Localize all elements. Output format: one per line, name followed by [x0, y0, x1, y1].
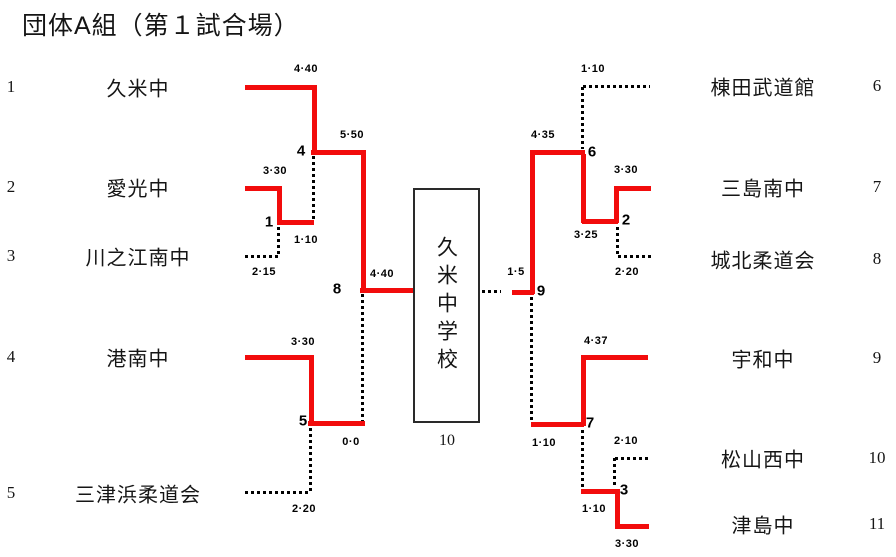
score-label: 4·35: [530, 129, 556, 141]
match-number: 6: [587, 143, 597, 161]
bracket-line-winner: [614, 489, 620, 528]
score-label: 1·5: [507, 266, 525, 278]
bracket-line-winner: [582, 218, 618, 224]
bracket-line-loser: [311, 156, 315, 220]
bracket-line-loser: [612, 458, 616, 488]
match-number: 7: [585, 414, 595, 432]
team-name: 三島南中: [721, 178, 805, 201]
bracket-line-winner: [580, 355, 586, 426]
seed-number: 7: [872, 177, 882, 196]
score-label: 3·25: [573, 229, 599, 241]
team-name: 宇和中: [731, 349, 795, 372]
team-name: 城北柔道会: [710, 250, 816, 273]
bracket-line-loser: [276, 227, 280, 255]
bracket-line-winner: [360, 150, 366, 292]
bracket-line-loser: [245, 254, 278, 258]
bracket-line-winner: [529, 150, 535, 294]
score-label: 3·30: [614, 538, 640, 550]
team-name: 久米中: [106, 78, 170, 101]
bracket-line-loser: [580, 87, 584, 149]
score-label: 4·40: [293, 63, 319, 75]
team-name: 津島中: [731, 515, 795, 538]
bracket-line-winner: [276, 186, 282, 224]
bracket-line-winner: [512, 289, 534, 295]
match-number: 1: [264, 213, 274, 231]
bracket-line-winner: [245, 354, 313, 360]
match-number: 4: [296, 142, 306, 160]
match-number: 8: [332, 280, 342, 298]
bracket-line-winner: [308, 355, 314, 425]
bracket-line-winner: [580, 154, 586, 223]
seed-number: 4: [6, 347, 16, 366]
team-name: 松山西中: [721, 449, 805, 472]
team-name: 三津浜柔道会: [75, 484, 201, 507]
score-label: 1·10: [580, 63, 606, 75]
bracket-line-winner: [531, 421, 584, 427]
bracket-line-winner: [311, 85, 317, 154]
match-number: 9: [536, 282, 546, 300]
bracket-line-winner: [308, 420, 365, 426]
team-name: 棟田武道館: [710, 77, 816, 100]
match-number: 2: [621, 211, 631, 229]
seed-number: 5: [6, 483, 16, 502]
bracket-line-loser: [583, 84, 650, 88]
champion-school-name: 久米中学校: [434, 235, 459, 376]
score-label: 2·20: [614, 266, 640, 278]
bracket-line-loser: [482, 289, 501, 293]
bracket-line-loser: [360, 294, 364, 422]
bracket-line-loser: [615, 456, 650, 460]
seed-number: 1: [6, 77, 16, 96]
seed-number: 11: [868, 514, 886, 533]
score-label: 2·20: [291, 503, 317, 515]
bracket-line-loser: [529, 297, 533, 423]
team-name: 愛光中: [106, 178, 170, 201]
match-number: 5: [298, 412, 308, 430]
bracket-line-winner: [360, 287, 413, 293]
page-title: 団体A組（第１試合場）: [22, 12, 300, 40]
score-label: 4·37: [583, 335, 609, 347]
bracket-line-winner: [614, 185, 651, 191]
final-match-number: 10: [439, 432, 455, 449]
score-label: 1·10: [581, 503, 607, 515]
score-label: 3·30: [262, 165, 288, 177]
bracket-line-winner: [311, 149, 365, 155]
bracket-line-loser: [618, 254, 651, 258]
bracket-line-winner: [581, 354, 648, 360]
team-name: 川之江南中: [85, 247, 191, 270]
bracket-line-winner: [615, 523, 649, 529]
seed-number: 10: [868, 448, 886, 467]
bracket-line-loser: [580, 430, 584, 488]
seed-number: 8: [872, 249, 882, 268]
score-label: 2·15: [251, 266, 277, 278]
score-label: 1·10: [293, 234, 319, 246]
seed-number: 2: [6, 177, 16, 196]
bracket-line-winner: [613, 186, 619, 223]
bracket-line-winner: [245, 84, 316, 90]
score-label: 4·40: [369, 268, 395, 280]
bracket-line-winner: [581, 488, 619, 494]
score-label: 2·10: [613, 435, 639, 447]
bracket-line-loser: [308, 428, 312, 491]
bracket-line-winner: [245, 185, 281, 191]
score-label: 0·0: [342, 436, 360, 448]
bracket-line-loser: [245, 490, 310, 494]
bracket-line-loser: [615, 227, 619, 255]
bracket-line-winner: [530, 149, 585, 155]
seed-number: 3: [6, 246, 16, 265]
bracket-line-winner: [277, 219, 314, 225]
seed-number: 9: [872, 348, 882, 367]
match-number: 3: [619, 481, 629, 499]
seed-number: 6: [872, 76, 882, 95]
score-label: 5·50: [339, 129, 365, 141]
score-label: 3·30: [290, 336, 316, 348]
score-label: 3·30: [613, 164, 639, 176]
champion-box: 久米中学校: [413, 188, 480, 423]
team-name: 港南中: [106, 348, 170, 371]
score-label: 1·10: [531, 437, 557, 449]
